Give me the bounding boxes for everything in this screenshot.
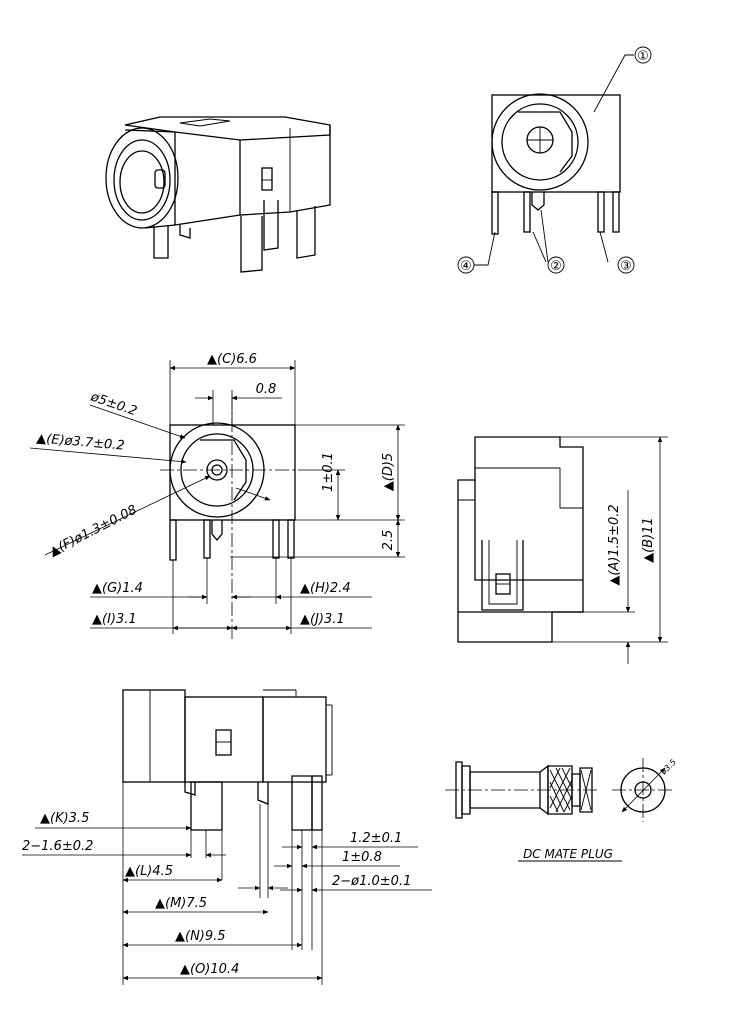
plug-title: DC MATE PLUG [523,847,613,861]
plug-diameter: ø3.5 [658,758,678,778]
dim-g: ▲(G)1.4 [92,581,143,596]
dim-n: ▲(N)9.5 [175,929,226,944]
dim-1: 1±0.1 [321,452,336,492]
dim-e: ▲(E)ø3.7±0.2 [36,431,126,454]
dim-08: 0.8 [256,382,277,397]
dim-25: 2.5 [381,530,396,551]
dim-m: ▲(M)7.5 [155,896,207,911]
dim-dia5: ø5±0.2 [88,389,139,419]
dim-pin-16: 2−1.6±0.2 [22,839,93,854]
isometric-view [105,116,331,273]
dim-l: ▲(L)4.5 [125,864,173,879]
dimensioned-front-view: ▲(C)6.6 0.8 ø5±0.2 ▲(E)ø3.7±0.2 ▲(F)ø1.3… [29,352,405,640]
top-view: ▲(K)3.5 2−1.6±0.2 ▲(L)4.5 ▲(M)7.5 ▲(N)9.… [22,689,432,985]
side-view: ▲(A)1.5±0.2 ▲(B)11 [457,436,668,664]
callout-4: ④ [460,259,472,274]
dim-j: ▲(J)3.1 [300,612,345,627]
callout-2: ② [550,259,562,274]
callout-3: ③ [620,259,632,274]
dim-h: ▲(H)2.4 [300,581,351,596]
dim-c: ▲(C)6.6 [207,352,257,367]
dim-p12: 1.2±0.1 [350,831,402,846]
dim-k: ▲(K)3.5 [40,811,89,826]
dim-d: ▲(D)5 [381,453,396,491]
dim-i: ▲(I)3.1 [92,612,137,627]
dim-p10: 2−ø1.0±0.1 [332,874,411,889]
front-view: ① ④ ② ③ [457,46,652,274]
dim-b: ▲(B)11 [641,517,656,563]
dim-f: ▲(F)ø1.3±0.08 [47,503,139,560]
dim-o: ▲(O)10.4 [180,962,239,977]
dim-p1: 1±0.8 [342,850,382,865]
dc-mate-plug: ø3.5 DC MATE PLUG [445,758,678,862]
callout-1: ① [637,49,649,64]
dim-a: ▲(A)1.5±0.2 [607,504,622,585]
